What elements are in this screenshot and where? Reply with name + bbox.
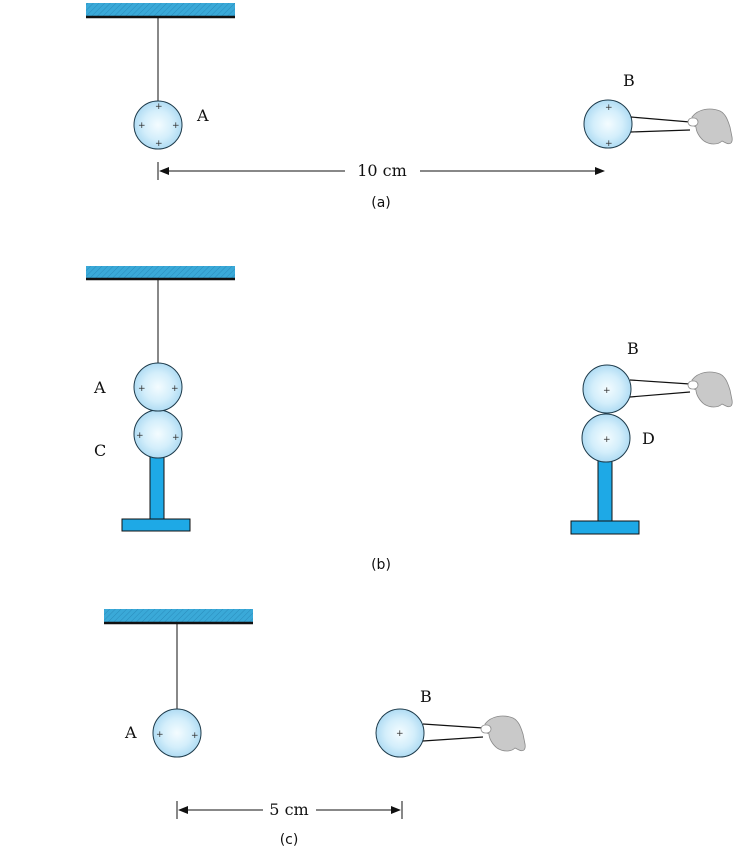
label-sphere-c: C [94, 441, 106, 460]
ceiling-support [86, 3, 235, 17]
ceiling-support [104, 609, 253, 623]
label-sphere-a: A [93, 378, 106, 397]
svg-text:+: + [172, 121, 180, 131]
svg-text:+: + [138, 121, 146, 131]
insulating-handle [629, 379, 691, 398]
label-sphere-a: A [124, 723, 137, 742]
caption-c: (c) [280, 832, 299, 848]
stand-d-post [597, 458, 613, 524]
caption-b: (b) [371, 557, 391, 573]
svg-text:+: + [155, 102, 163, 112]
distance-marker [176, 801, 403, 819]
svg-text:+: + [191, 731, 199, 741]
svg-text:+: + [605, 103, 613, 113]
panel-a: + + + + A + + B 10 cm (a) [86, 3, 733, 211]
label-sphere-b: B [420, 687, 432, 706]
distance-marker [157, 162, 605, 180]
stand-c-base [121, 518, 191, 532]
ceiling-support [86, 266, 235, 279]
label-sphere-d: D [642, 429, 655, 448]
stand-d-base [570, 520, 640, 535]
distance-label: 10 cm [357, 161, 407, 180]
label-sphere-a: A [196, 106, 209, 125]
panel-b: + + + + A C + + B D (b) [86, 266, 733, 573]
svg-text:+: + [172, 433, 180, 443]
caption-a: (a) [371, 195, 391, 211]
stand-c-post [149, 454, 165, 522]
label-sphere-b: B [623, 71, 635, 90]
svg-text:+: + [605, 139, 613, 149]
hand-icon [687, 108, 733, 145]
sphere-c: + + [133, 409, 183, 459]
label-sphere-b: B [627, 339, 639, 358]
svg-text:+: + [156, 730, 164, 740]
svg-text:+: + [136, 431, 144, 441]
insulating-handle [422, 723, 484, 742]
sphere-d: + [581, 413, 631, 463]
distance-label: 5 cm [269, 800, 308, 819]
sphere-b: + [582, 364, 632, 414]
svg-text:+: + [138, 384, 146, 394]
hand-icon [480, 715, 526, 752]
sphere-a: + + [152, 708, 202, 758]
sphere-b: + [375, 708, 425, 758]
hand-icon [687, 371, 733, 408]
svg-text:+: + [155, 139, 163, 149]
panel-c: + + A + B 5 cm (c) [104, 609, 526, 848]
sphere-a: + + + + [133, 100, 183, 150]
svg-text:+: + [396, 729, 404, 739]
svg-text:+: + [171, 384, 179, 394]
insulating-handle [630, 116, 691, 133]
svg-text:+: + [603, 386, 611, 396]
sphere-b: + + [583, 99, 633, 149]
svg-text:+: + [603, 435, 611, 445]
sphere-a: + + [133, 362, 183, 412]
